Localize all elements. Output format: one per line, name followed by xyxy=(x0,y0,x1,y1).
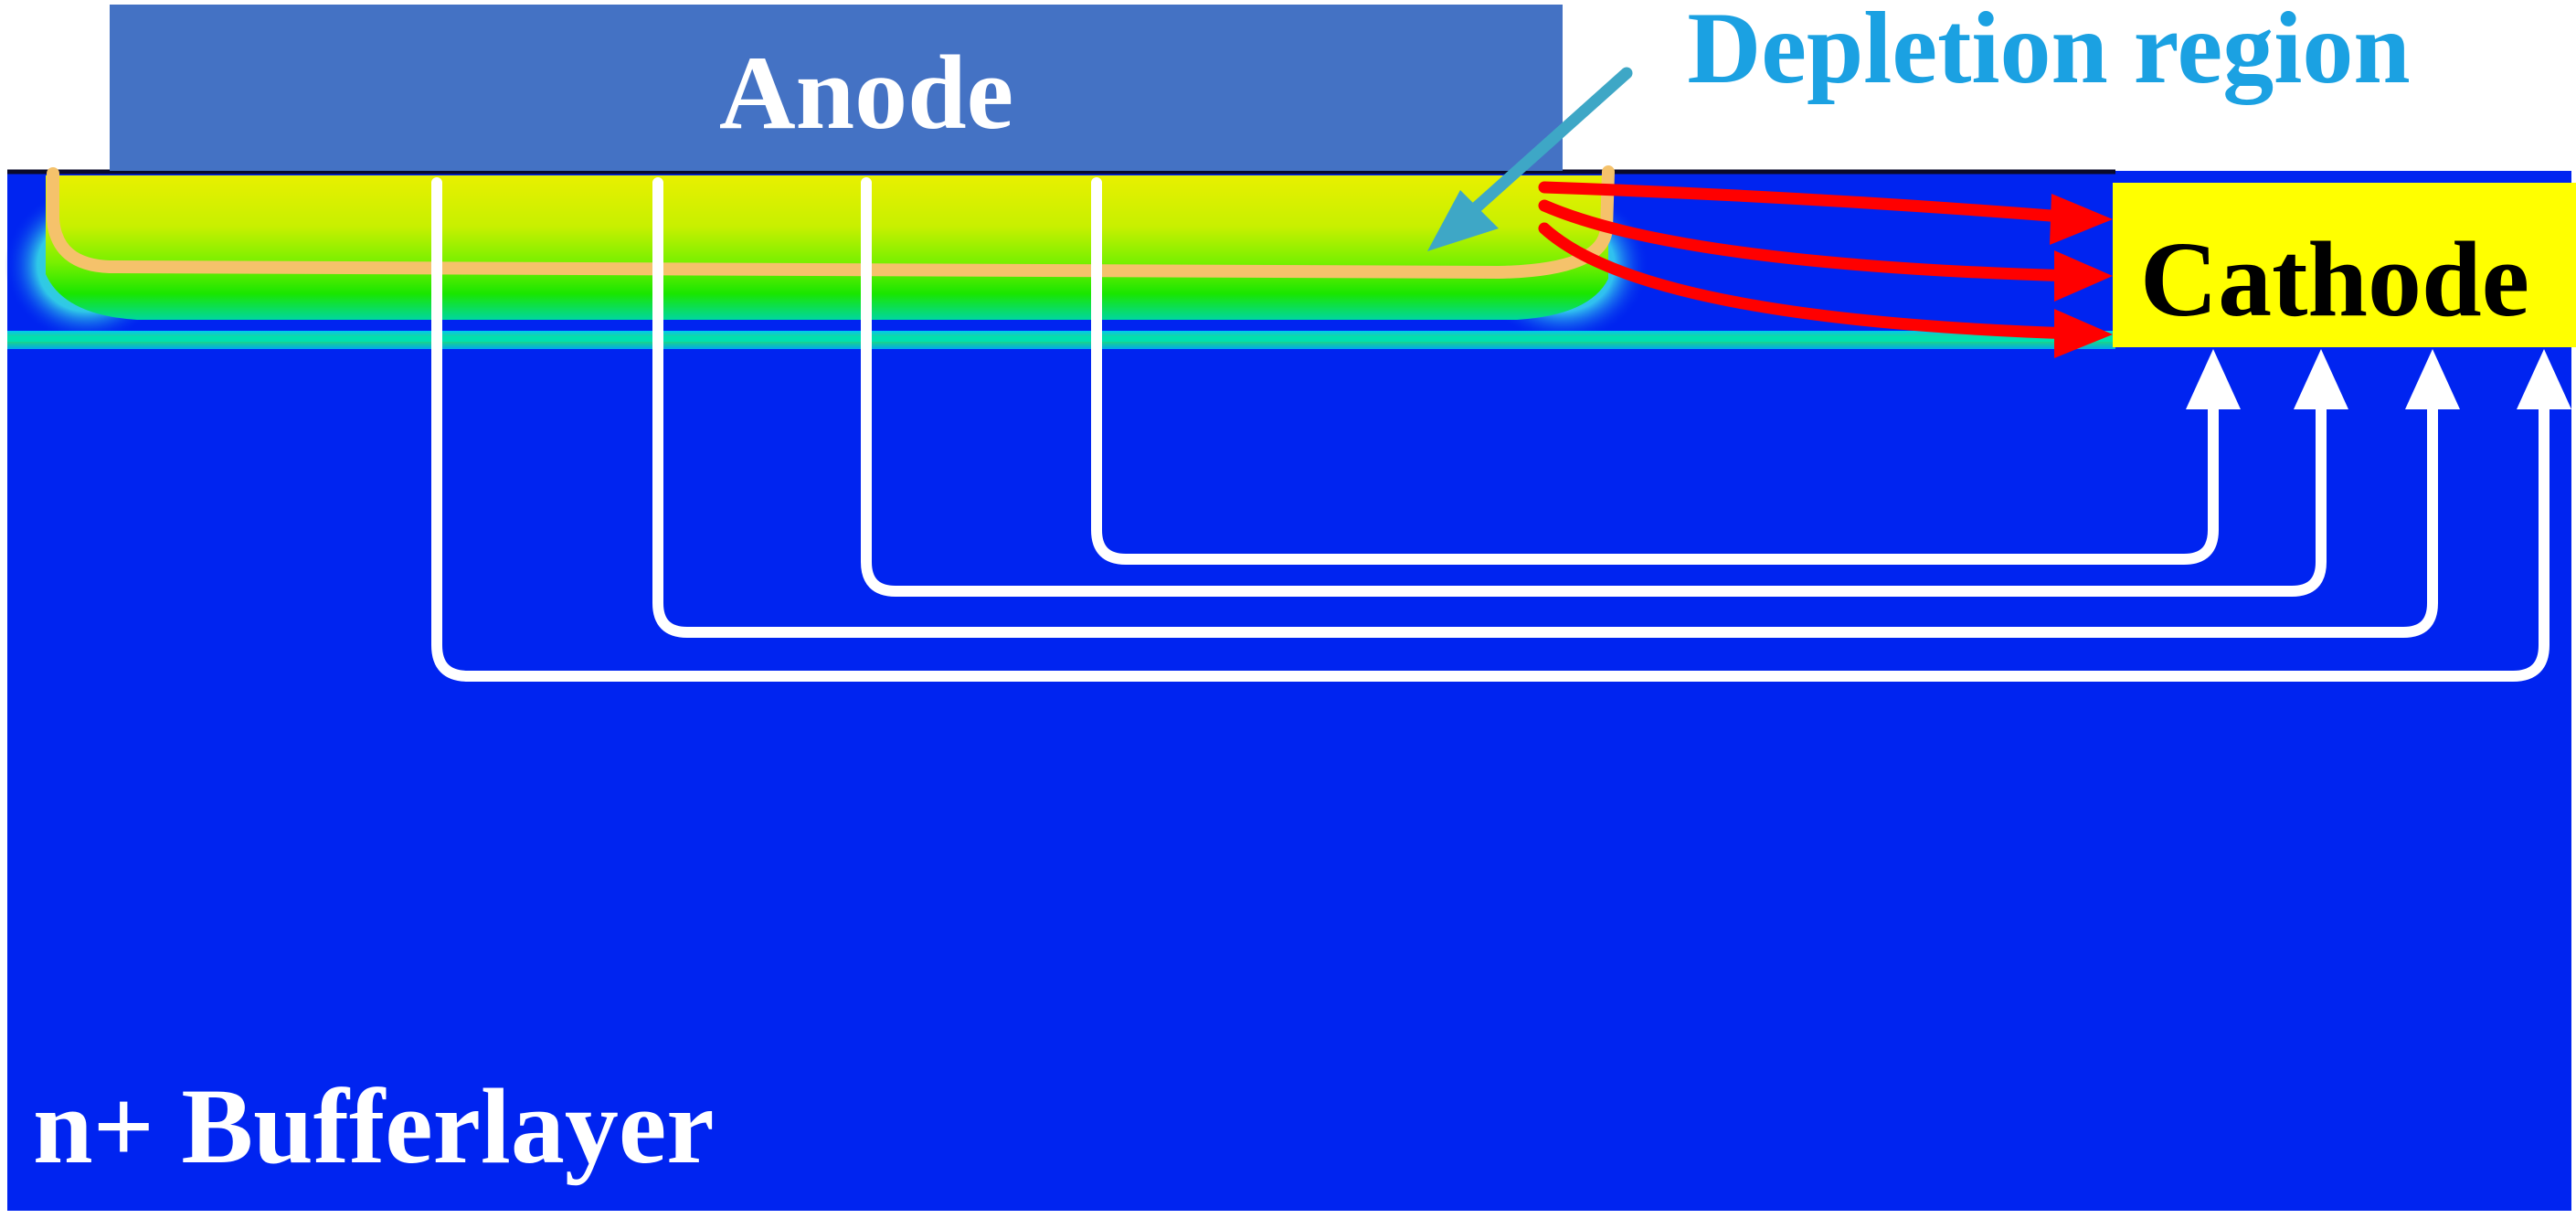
depletion-boundary-line xyxy=(47,165,1615,279)
arrowhead-2 xyxy=(2294,349,2348,409)
surface-arrow-1 xyxy=(1538,181,2081,224)
electron-flow-path-1 xyxy=(1091,177,2219,565)
surface-arrowhead-3 xyxy=(2054,309,2113,358)
buffer-layer-label: n+ Bufferlayer xyxy=(33,1066,715,1186)
electron-flow-path-3 xyxy=(652,177,2438,638)
cathode-contact xyxy=(2113,183,2576,347)
surface-arrowhead-1 xyxy=(2050,194,2113,245)
depletion-region-label: Depletion region xyxy=(1687,0,2410,105)
cathode-label: Cathode xyxy=(2140,219,2529,339)
arrowhead-1 xyxy=(2186,349,2241,409)
electron-flow-arrowheads xyxy=(2186,349,2571,409)
arrowhead-4 xyxy=(2517,349,2571,409)
surface-current-arrows xyxy=(1538,181,2081,340)
anode-label: Anode xyxy=(719,35,1013,152)
electron-flow-paths xyxy=(431,177,2549,682)
depletion-pointer-arrow xyxy=(1427,67,1633,251)
electron-flow-path-2 xyxy=(861,177,2327,597)
anode-contact xyxy=(110,5,1563,171)
arrowhead-3 xyxy=(2405,349,2460,409)
surface-arrowhead-2 xyxy=(2054,250,2113,302)
surface-arrow-3 xyxy=(1538,222,2081,340)
surface-arrow-2 xyxy=(1538,199,2081,282)
electron-flow-path-4 xyxy=(431,177,2549,682)
